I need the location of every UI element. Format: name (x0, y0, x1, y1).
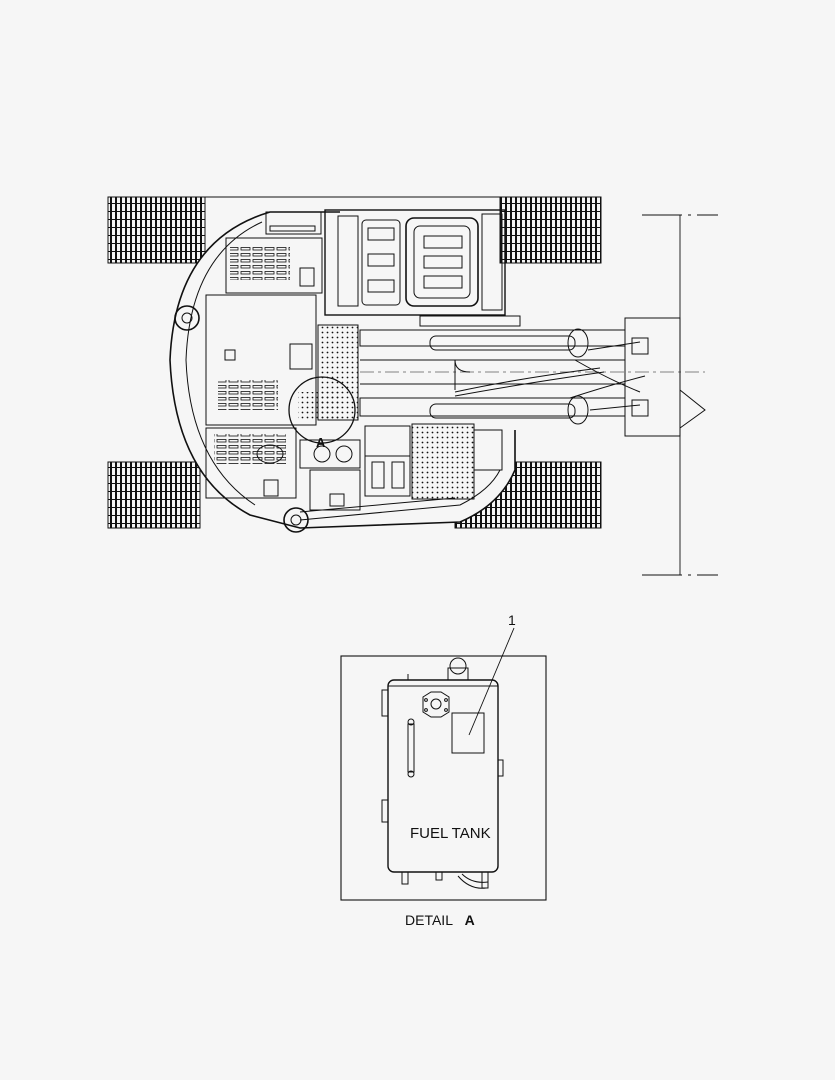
cab (324, 209, 506, 316)
boom-arm (359, 317, 706, 437)
leader-line-1 (468, 627, 515, 736)
detail-caption: DETAIL A (405, 912, 475, 928)
fuel-tank-label: FUEL TANK (410, 825, 491, 842)
decal-item-1 (451, 712, 485, 754)
detail-a-frame (340, 655, 547, 901)
center-body (299, 315, 521, 521)
dimension-line (642, 214, 718, 576)
track-lower (107, 461, 602, 529)
track-upper (107, 196, 602, 264)
detail-caption-prefix: DETAIL (405, 912, 453, 928)
detail-caption-letter: A (464, 912, 475, 928)
callout-number-1: 1 (508, 612, 516, 628)
detail-a-circle (288, 376, 356, 444)
view-callout-a: A (316, 435, 326, 450)
fuel-tank-drawing (381, 657, 504, 889)
